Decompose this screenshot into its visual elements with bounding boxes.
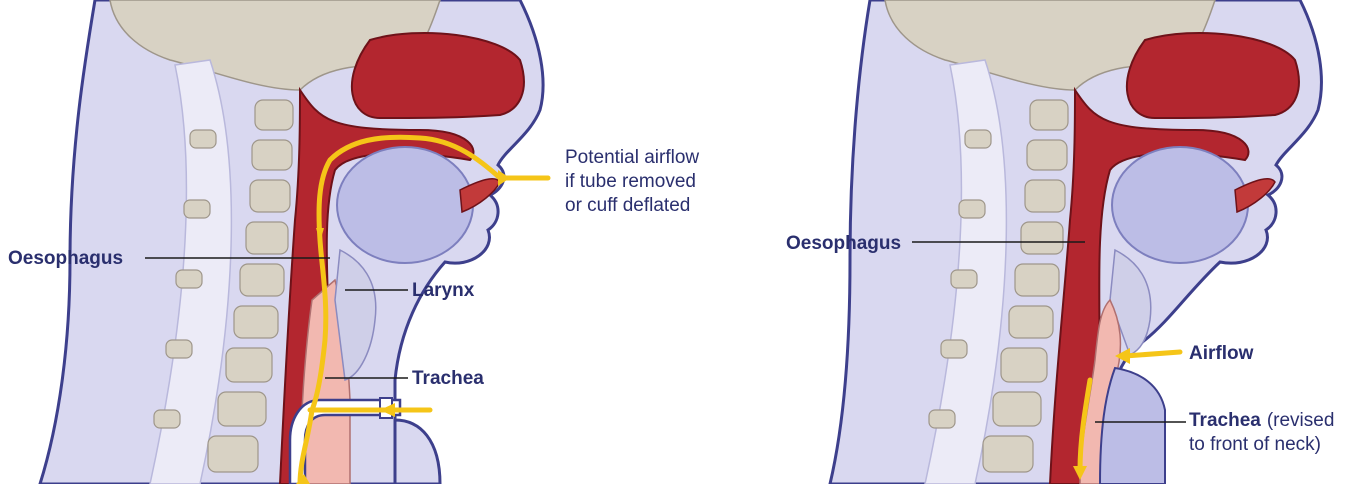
- right-palate: [1127, 33, 1299, 118]
- right-tongue: [1112, 147, 1248, 263]
- left-trachea-label: Trachea: [412, 368, 484, 389]
- right-trachea-label: Trachea (revised: [1189, 410, 1334, 431]
- left-airflow-note-line2: if tube removed: [565, 171, 696, 192]
- left-neck-front: [395, 420, 440, 484]
- left-panel-anatomy: [40, 0, 548, 484]
- left-airflow-note-line1: Potential airflow: [565, 147, 699, 168]
- right-trachea-bold: Trachea: [1189, 410, 1261, 431]
- left-larynx-label: Larynx: [412, 280, 475, 301]
- right-trachea-note-b: to front of neck): [1189, 434, 1321, 455]
- right-oesophagus-label: Oesophagus: [786, 233, 901, 254]
- left-oesophagus-label: Oesophagus: [8, 248, 123, 269]
- right-trachea-note-a: (revised: [1267, 410, 1335, 431]
- left-tongue: [337, 147, 473, 263]
- left-airflow-note-line3: or cuff deflated: [565, 195, 690, 216]
- right-stoma: [1100, 368, 1165, 484]
- left-palate: [352, 33, 524, 118]
- right-airflow-label: Airflow: [1189, 343, 1254, 364]
